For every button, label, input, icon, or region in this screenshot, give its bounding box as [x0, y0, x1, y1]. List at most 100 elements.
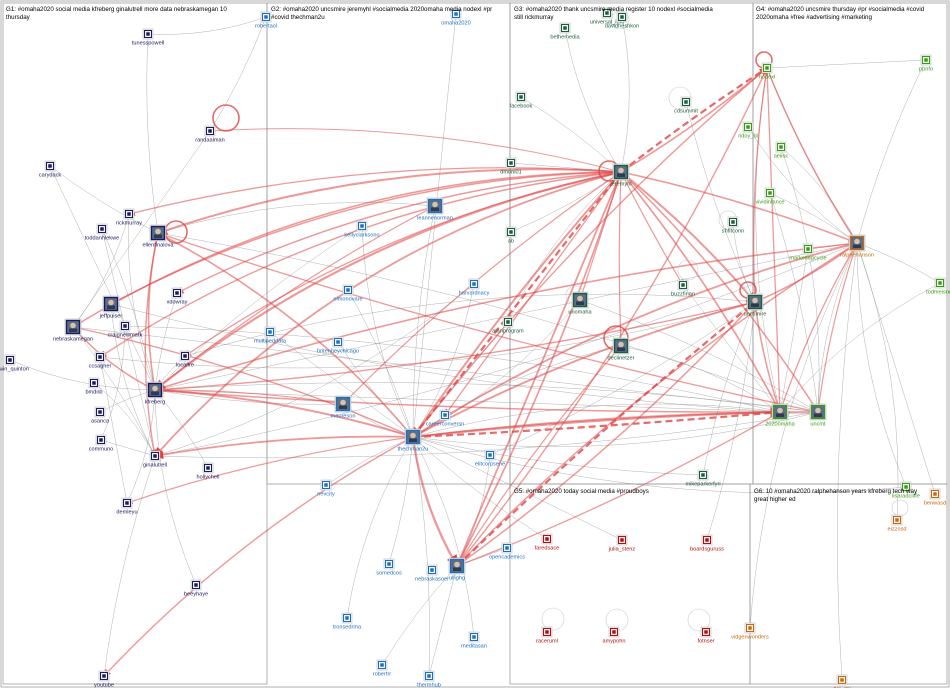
- node-label: locaflre: [176, 363, 194, 369]
- node-avatar-glyph: [765, 66, 769, 70]
- node-label: benwasd: [924, 501, 946, 507]
- node-face-icon: [752, 298, 758, 304]
- node-label: julia_stenz: [608, 547, 636, 553]
- node-avatar-glyph: [324, 483, 328, 487]
- node-avatar-glyph: [345, 616, 349, 620]
- node-face-icon: [432, 202, 438, 208]
- node-body-icon: [431, 208, 439, 212]
- node-label: facebook: [510, 104, 533, 110]
- node-label: tunesspowell: [132, 41, 164, 47]
- node-label: xdowray: [167, 300, 188, 306]
- node-body-icon: [751, 304, 759, 308]
- node-label: demleyu: [116, 510, 137, 516]
- node-label: leannenorman: [417, 216, 453, 222]
- node-label: uncsmire: [744, 312, 767, 318]
- node-label: maureson: [331, 414, 356, 420]
- node-avatar-glyph: [938, 281, 942, 285]
- node-avatar-glyph: [731, 220, 735, 224]
- node-label: ridoy_bl: [738, 134, 758, 140]
- node-label: nebraskamegan: [53, 337, 93, 343]
- node-label: kfreberg: [145, 400, 166, 406]
- node-face-icon: [815, 408, 821, 414]
- node-face-icon: [108, 300, 114, 306]
- node-label: elmonovare: [333, 297, 362, 303]
- node-label: declinetzer: [607, 356, 634, 362]
- node-avatar-glyph: [806, 247, 810, 251]
- node-label: harvardnacy: [459, 291, 490, 297]
- node-avatar-glyph: [620, 15, 624, 19]
- node-label: corwin_quinton: [0, 367, 29, 373]
- node-avatar-glyph: [545, 537, 549, 541]
- node-avatar-glyph: [779, 145, 783, 149]
- node-avatar-glyph: [519, 95, 523, 99]
- node-kfreberg[interactable]: kfreberg: [145, 382, 166, 406]
- node-face-icon: [340, 400, 346, 406]
- node-avatar-glyph: [380, 663, 384, 667]
- node-body-icon: [617, 174, 625, 178]
- node-avatar-glyph: [175, 291, 179, 295]
- node-avatar-glyph: [488, 453, 492, 457]
- node-label: ab: [508, 239, 514, 245]
- node-avatar-glyph: [430, 568, 434, 572]
- node-label: britenheychicago: [317, 349, 359, 355]
- node-avatar-glyph: [612, 630, 616, 634]
- node-avatar-glyph: [472, 635, 476, 639]
- node-body-icon: [576, 302, 584, 306]
- node-uncsmire[interactable]: uncsmire: [744, 294, 767, 318]
- node-label: multipeddata: [254, 339, 287, 345]
- node-body-icon: [853, 245, 861, 249]
- node-label: toddanhlekwe: [85, 236, 120, 242]
- node-body-icon: [453, 568, 461, 572]
- node-avatar-glyph: [505, 546, 509, 550]
- node-label: vidgenwonders: [731, 635, 769, 641]
- node-avatar-glyph: [427, 674, 431, 678]
- node-avatar-glyph: [563, 26, 567, 30]
- node-avatar-glyph: [681, 283, 685, 287]
- node-body-icon: [69, 329, 77, 333]
- node-label: boardsguruss: [690, 547, 724, 553]
- node-label: carydack: [39, 173, 62, 179]
- node-body-icon: [154, 235, 162, 239]
- node-label: randaalman: [195, 138, 225, 144]
- node-avatar-glyph: [183, 354, 187, 358]
- node-avatar-glyph: [194, 583, 198, 587]
- node-body-icon: [814, 414, 822, 418]
- node-body-icon: [339, 406, 347, 410]
- node-avatar-glyph: [840, 678, 844, 682]
- node-avatar-glyph: [387, 562, 391, 566]
- node-avatar-glyph: [100, 227, 104, 231]
- node-aeiinc[interactable]: aeiinc: [774, 142, 789, 160]
- node-label: opencademics: [489, 555, 525, 561]
- node-avatar-glyph: [8, 358, 12, 362]
- node-label: somedcos: [376, 571, 402, 577]
- node-avatar-glyph: [336, 340, 340, 344]
- node-face-icon: [618, 342, 624, 348]
- node-label: nodexl: [759, 75, 775, 81]
- node-label: 2020omaha: [765, 422, 795, 428]
- node-label: omaha2020: [441, 21, 471, 27]
- node-label: vividinfance: [755, 200, 784, 206]
- node-avatar-glyph: [701, 473, 705, 477]
- node-label: ppnfo: [919, 67, 933, 73]
- node-label: elitcorpsene: [475, 462, 505, 468]
- node-label: careerconversn: [426, 422, 465, 428]
- node-ullighg[interactable]: ullighg: [449, 558, 465, 582]
- node-avatar-glyph: [684, 100, 688, 104]
- node-avatar-glyph: [360, 224, 364, 228]
- node-ppnfo[interactable]: ppnfo: [919, 55, 933, 73]
- node-uncmt[interactable]: uncmt: [810, 404, 826, 428]
- node-label: ginalutrell: [143, 463, 167, 469]
- node-avatar-glyph: [206, 466, 210, 470]
- node-label: nebraskasoer: [415, 577, 449, 583]
- node-label: ullighg: [449, 576, 465, 582]
- node-avatar-glyph: [746, 125, 750, 129]
- node-face-icon: [152, 386, 158, 392]
- node-label: craignewmark: [108, 333, 143, 339]
- node-jeremyhl[interactable]: jeremyhl: [609, 164, 631, 188]
- node-label: thechman2u: [398, 447, 429, 453]
- node-label: youtube: [94, 683, 114, 688]
- node-face-icon: [454, 562, 460, 568]
- node-avatar-glyph: [92, 381, 96, 385]
- node-label: shfitconn: [722, 229, 744, 235]
